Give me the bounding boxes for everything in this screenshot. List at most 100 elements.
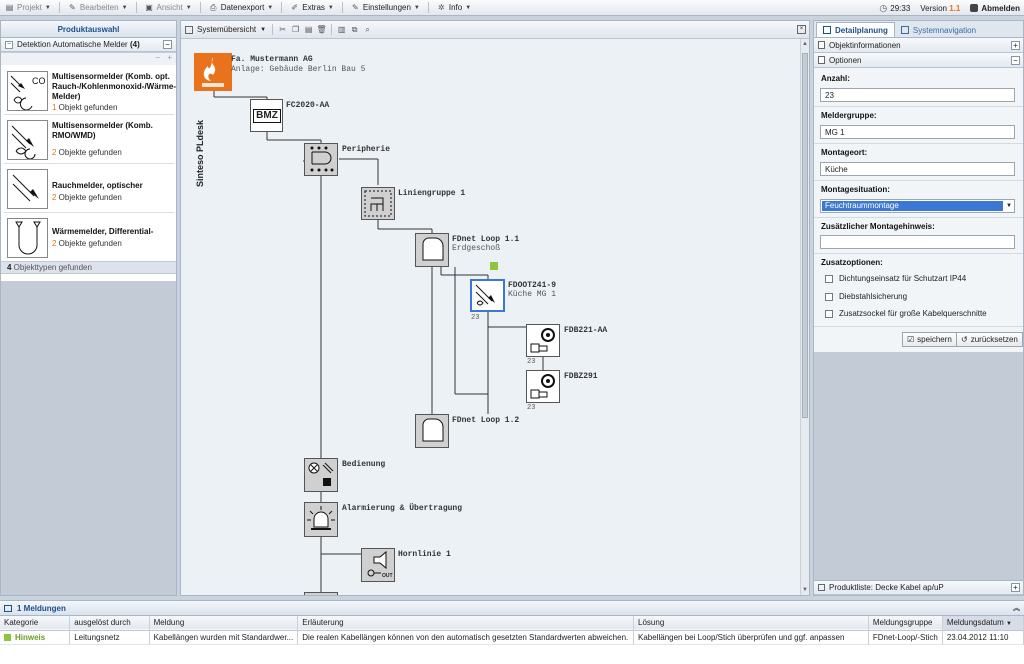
messages-panel: 1 Meldungen ︽ Kategorie ausgelöst durch …	[0, 600, 1024, 664]
node-bedienung[interactable]	[304, 458, 338, 492]
option-diebstahlsicherung[interactable]: Diebstahlsicherung	[825, 292, 907, 301]
messages-table: Kategorie ausgelöst durch Meldung Erläut…	[0, 616, 1024, 645]
list-item[interactable]: Rauchmelder, optischer 2 Objekte gefunde…	[4, 166, 174, 213]
grid-icon	[185, 25, 193, 34]
menu-bearbeiten[interactable]: ✎Bearbeiten▼	[69, 3, 128, 12]
navigation-icon	[900, 26, 909, 34]
tab-systemnavigation[interactable]: Systemnavigation	[895, 23, 982, 37]
root-subtitle: Anlage: Gebäude Berlin Bau 5	[231, 65, 366, 74]
cut-icon[interactable]: ✂	[279, 25, 286, 34]
detection-header[interactable]: − Detektion Automatische Melder (4) −	[1, 38, 176, 52]
list-toolbar: − +	[1, 53, 176, 65]
messages-icon	[4, 604, 12, 612]
add-icon[interactable]: +	[167, 53, 172, 62]
paste-icon[interactable]: ▤	[304, 25, 313, 34]
checkbox[interactable]	[825, 309, 833, 318]
node-liniengruppe[interactable]	[361, 187, 395, 220]
clock-icon: ◷	[879, 2, 888, 13]
list-item[interactable]: Wärmemelder, Differential- 2 Objekte gef…	[4, 215, 174, 262]
node-bmz[interactable]: BMZ	[250, 99, 283, 132]
remove-icon[interactable]: −	[155, 53, 160, 62]
info-icon: ✲	[438, 3, 445, 12]
meldergruppe-input[interactable]: MG 1	[820, 125, 1015, 139]
properties-icon[interactable]: ▥	[337, 25, 346, 34]
menu-bar: ▤Projekt▼ ✎Bearbeiten▼ ▣Ansicht▼ ⎙Datene…	[0, 0, 1024, 16]
tab-bar: Detailplanung Systemnavigation	[814, 21, 1023, 38]
chevron-down-icon: ▼	[121, 4, 128, 11]
hint-icon	[4, 633, 11, 641]
table-row[interactable]: Hinweis Leitungsnetz Kabellängen wurden …	[0, 630, 1024, 644]
section-objektinformationen[interactable]: Objektinformationen +	[814, 38, 1023, 53]
menu-ansicht[interactable]: ▣Ansicht▼	[145, 3, 192, 12]
options-form: Anzahl: 23 Meldergruppe: MG 1 Montageort…	[814, 68, 1023, 352]
node-alarmierung[interactable]	[304, 502, 338, 537]
product-selection-panel: Produktauswahl − Detektion Automatische …	[0, 20, 177, 596]
delete-icon[interactable]: 🗑	[316, 25, 327, 34]
checkbox[interactable]	[825, 292, 833, 301]
co-detector-icon: CO	[7, 71, 48, 111]
copy-icon[interactable]: ❐	[292, 25, 300, 34]
export-icon: ⎙	[210, 3, 217, 12]
menu-info[interactable]: ✲Info▼	[438, 3, 472, 12]
node-peripherie[interactable]	[304, 143, 338, 176]
node-next[interactable]	[304, 592, 338, 595]
chevron-down-icon: ▼	[260, 26, 267, 33]
collapse-icon[interactable]: −	[5, 40, 13, 49]
tab-detailplanung[interactable]: Detailplanung	[816, 22, 895, 37]
logout-button[interactable]: Abmelden	[970, 4, 1020, 13]
messages-header[interactable]: 1 Meldungen ︽	[0, 601, 1024, 616]
save-button[interactable]: ☑speichern	[902, 332, 957, 347]
expand-icon[interactable]: +	[1011, 583, 1020, 592]
collapse-icon[interactable]: −	[1011, 55, 1020, 65]
options-icon	[818, 56, 825, 64]
node-fdbz291[interactable]	[526, 370, 560, 403]
menu-einstellungen[interactable]: ✎Einstellungen▼	[352, 3, 420, 12]
checkbox[interactable]	[825, 274, 833, 283]
zoom-icon[interactable]: ⌕	[365, 24, 370, 34]
project-icon: ▤	[5, 3, 14, 12]
object-types-footer: 4 Objekttypen gefunden	[1, 261, 176, 274]
menu-datenexport[interactable]: ⎙Datenexport▼	[210, 3, 274, 12]
product-list-bar[interactable]: Produktliste: Decke Kabel ap/uP +	[814, 580, 1023, 595]
multisensor-icon	[7, 120, 48, 160]
sort-icon: ▼	[1005, 621, 1012, 628]
reset-button[interactable]: ↺zurücksetzen	[956, 332, 1023, 347]
root-title: Fa. Mustermann AG	[231, 55, 313, 64]
montagehinweis-input[interactable]	[820, 235, 1015, 249]
undo-icon: ↺	[961, 335, 968, 344]
expand-icon[interactable]: +	[1011, 40, 1020, 50]
system-overview-dropdown[interactable]: Systemübersicht▼	[197, 25, 267, 34]
node-loop-1-2[interactable]	[415, 414, 449, 448]
section-optionen[interactable]: Optionen −	[814, 53, 1023, 68]
edit-icon: ✎	[69, 3, 76, 12]
collapse-icon[interactable]: ︽	[1013, 605, 1020, 612]
maximize-icon[interactable]: ×	[797, 25, 806, 34]
list-item[interactable]: Multisensormelder (Komb. RMO/WMD) 2 Obje…	[4, 117, 174, 164]
brand-logo	[194, 53, 232, 91]
scroll-up-icon[interactable]: ▲	[802, 41, 808, 47]
list-item[interactable]: CO Multisensormelder (Komb. opt. Rauch-/…	[4, 68, 176, 115]
system-diagram: Sinteso PLdesk Fa. Mustermann AG Anlage:…	[181, 39, 801, 595]
node-fdoot241[interactable]	[470, 279, 505, 312]
vertical-scrollbar[interactable]: ▲ ▼	[800, 39, 809, 595]
option-dichtungseinsatz[interactable]: Dichtungseinsatz für Schutzart IP44	[825, 274, 966, 283]
node-fdb221[interactable]	[526, 324, 560, 357]
brand-wordmark: Sinteso PLdesk	[195, 119, 205, 187]
minimize-icon[interactable]: −	[163, 40, 172, 49]
check-icon: ☑	[907, 335, 915, 344]
menu-projekt[interactable]: ▤Projekt▼	[5, 3, 51, 12]
anzahl-input[interactable]: 23	[820, 88, 1015, 102]
montagesituation-select[interactable]: Feuchtraummontage ▼	[820, 199, 1015, 213]
chevron-down-icon[interactable]: ▼	[1006, 203, 1012, 209]
scrollbar-thumb[interactable]	[802, 53, 808, 418]
chevron-down-icon: ▼	[465, 4, 472, 11]
system-overview-panel: Systemübersicht▼ ✂ ❐ ▤ 🗑 ▥ ⧉ ⌕ × ▲ ▼	[180, 20, 810, 596]
menu-extras[interactable]: ✐Extras▼	[291, 3, 334, 12]
chevron-down-icon: ▼	[267, 4, 274, 11]
scroll-down-icon[interactable]: ▼	[802, 587, 808, 593]
node-hornlinie[interactable]: OUT	[361, 548, 395, 582]
node-loop-1-1[interactable]	[415, 233, 449, 267]
montageort-input[interactable]: Küche	[820, 162, 1015, 176]
duplicate-icon[interactable]: ⧉	[351, 24, 358, 34]
option-zusatzsockel[interactable]: Zusatzsockel für große Kabelquerschnitte	[825, 309, 987, 318]
